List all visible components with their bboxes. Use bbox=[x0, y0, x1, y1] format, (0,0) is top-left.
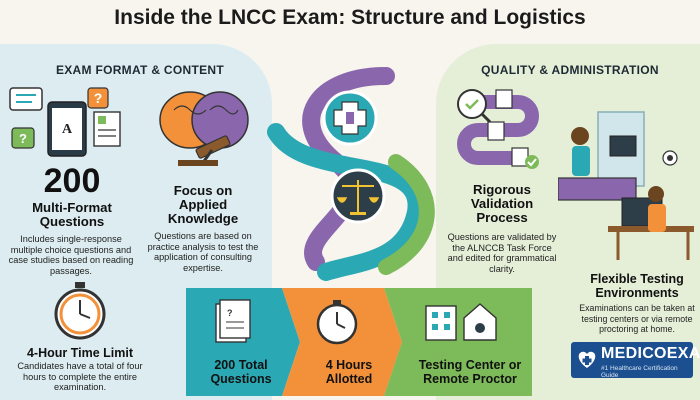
applied-knowledge-heading: Focus on Applied Knowledge bbox=[167, 183, 239, 226]
questions-description: Includes single-response multiple choice… bbox=[8, 234, 134, 276]
brain-gavel-icon bbox=[159, 91, 249, 166]
exam-format-heading: EXAM FORMAT & CONTENT bbox=[55, 63, 225, 77]
logo-tagline: #1 Healthcare Certification Guide bbox=[601, 365, 678, 379]
svg-text:?: ? bbox=[227, 308, 233, 318]
testing-environments-heading: Flexible Testing Environments bbox=[590, 272, 684, 300]
question-forms-icon: A ? ? bbox=[9, 87, 121, 157]
hours-allotted-label: 4 Hours Allotted bbox=[325, 358, 373, 386]
total-questions-label: 200 Total Questions bbox=[210, 358, 272, 386]
validation-description: Questions are validated by the ALNCCB Ta… bbox=[447, 232, 557, 274]
svg-text:A: A bbox=[62, 122, 73, 137]
time-limit-description: Candidates have a total of four hours to… bbox=[17, 361, 143, 392]
central-process-graphic bbox=[267, 67, 435, 281]
time-limit-heading: 4-Hour Time Limit bbox=[26, 346, 134, 360]
questions-label: Multi-Format Questions bbox=[32, 200, 112, 229]
page-title: Inside the LNCC Exam: Structure and Logi… bbox=[114, 6, 586, 29]
validation-checklist-icon bbox=[457, 89, 539, 169]
questions-count: 200 bbox=[43, 162, 101, 200]
svg-text:?: ? bbox=[19, 131, 27, 146]
testing-environment-illustration bbox=[558, 111, 694, 260]
logo-name: MEDICOEXAM bbox=[601, 345, 700, 362]
summary-banner: ? bbox=[186, 288, 532, 396]
stopwatch-icon bbox=[54, 282, 106, 340]
validation-heading: Rigorous Validation Process bbox=[470, 182, 534, 225]
testing-location-label: Testing Center or Remote Proctor bbox=[418, 358, 522, 386]
applied-knowledge-description: Questions are based on practice analysis… bbox=[147, 231, 259, 273]
medicoexam-logo: MEDICOEXAM #1 Healthcare Certification G… bbox=[571, 342, 700, 379]
svg-text:?: ? bbox=[94, 90, 103, 106]
testing-environments-description: Examinations can be taken at testing cen… bbox=[579, 303, 695, 334]
logo-heart-icon bbox=[578, 351, 596, 368]
quality-administration-heading: QUALITY & ADMINISTRATION bbox=[481, 63, 659, 77]
